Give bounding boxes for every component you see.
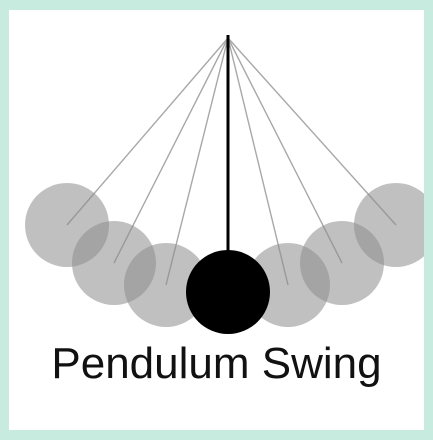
diagram-caption: Pendulum Swing [9, 336, 424, 392]
diagram-panel: Pendulum Swing [9, 10, 424, 430]
pendulum-bob [186, 250, 270, 334]
